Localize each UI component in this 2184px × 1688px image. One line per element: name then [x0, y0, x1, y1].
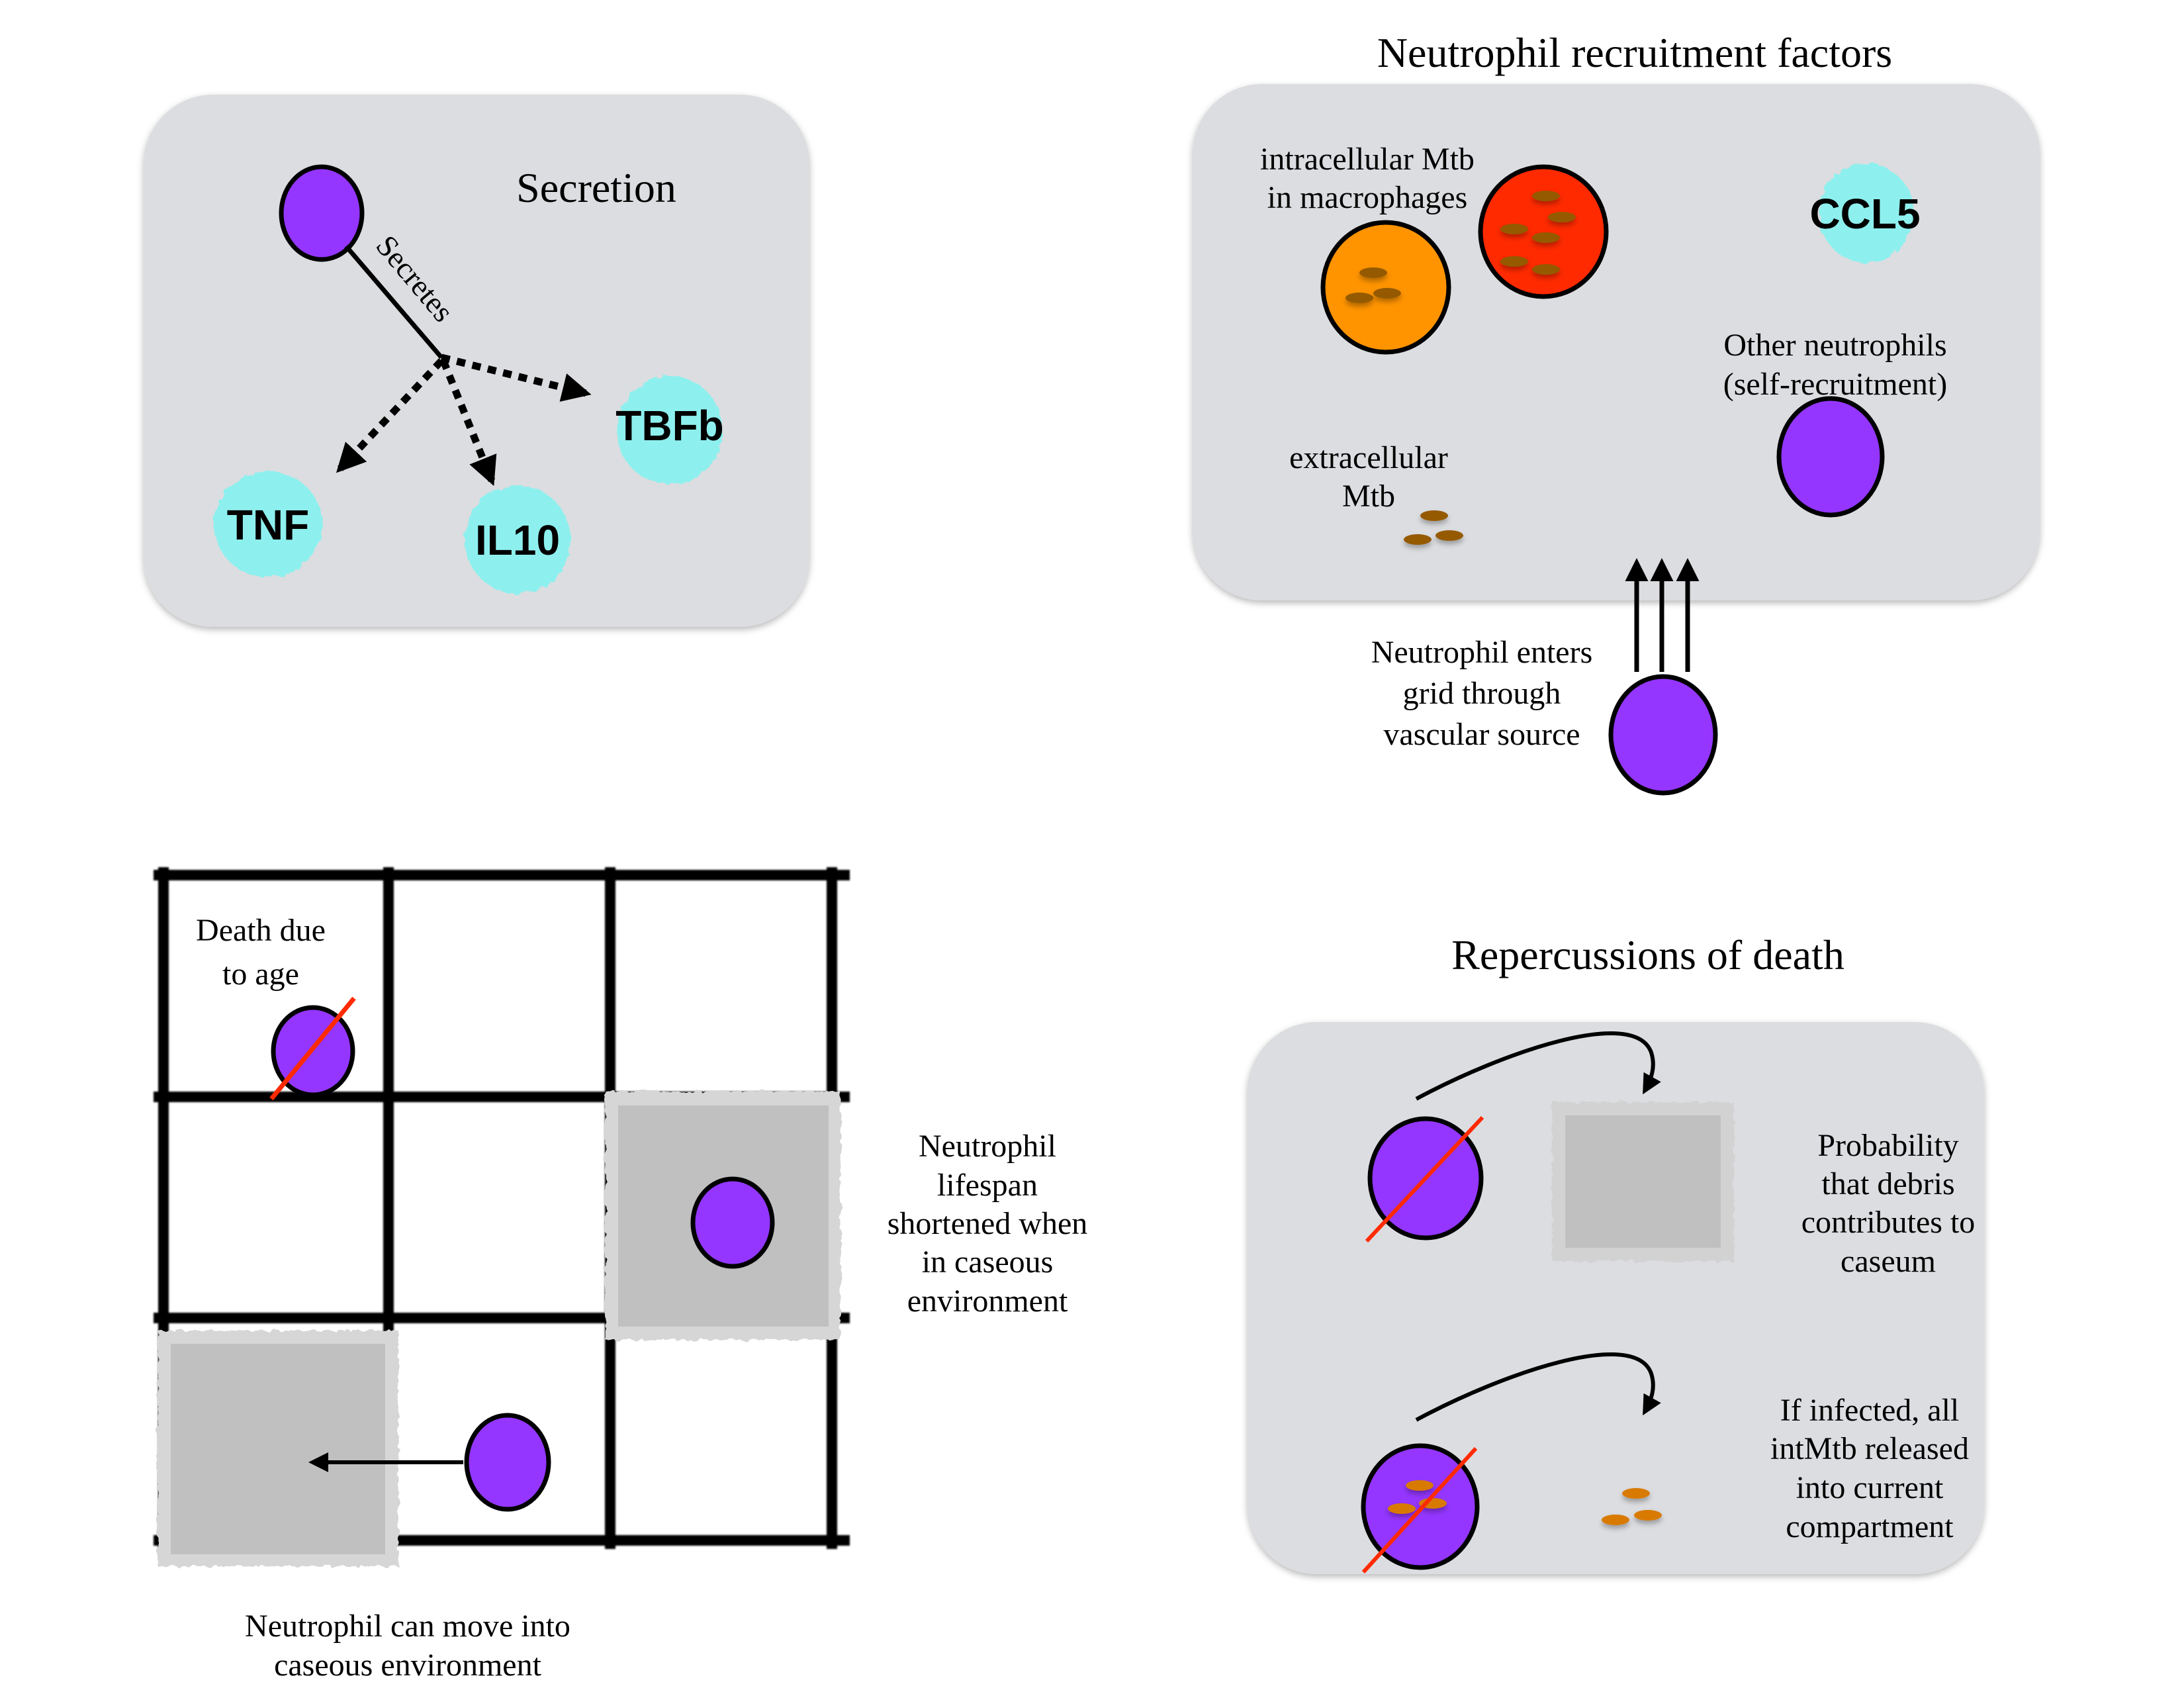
lifespan-line3: shortened when: [887, 1206, 1088, 1241]
release-label-line3: into current: [1796, 1470, 1944, 1505]
secretes-line: [344, 244, 443, 359]
mtb-bacterium: [1404, 534, 1432, 545]
release-label-line1: If infected, all: [1780, 1393, 1960, 1428]
debris-caseum-square: [1552, 1102, 1734, 1261]
cytokine-label: TNF: [227, 501, 309, 549]
resting-macrophage: [1320, 220, 1451, 355]
caseum-label-line3: contributes to: [1801, 1205, 1976, 1240]
mtb-bacterium: [1406, 1480, 1433, 1491]
lifespan-line2: lifespan: [937, 1168, 1038, 1203]
cytokine-tbfb: TBFb: [615, 376, 724, 485]
mtb-bacterium: [1532, 264, 1560, 275]
caseum-label-line2: that debris: [1821, 1166, 1954, 1201]
entry-label-line1: Neutrophil enters: [1371, 635, 1593, 670]
secretion-title: Secretion: [516, 164, 676, 211]
mtb-bacterium: [1359, 267, 1387, 278]
chemokine-ccl5: CCL5: [1809, 164, 1921, 263]
entry-label-line3: vascular source: [1383, 717, 1580, 752]
release-label-line4: compartment: [1786, 1509, 1954, 1544]
other-neutrophils-line2: (self-recruitment): [1723, 367, 1947, 402]
release-label-line2: intMtb released: [1770, 1431, 1969, 1466]
neutrophil-cell: [279, 164, 365, 262]
caseum-label-line1: Probability: [1817, 1128, 1958, 1163]
death-title: Repercussions of death: [1451, 931, 1844, 978]
death-panel: Repercussions of death Probability that …: [1248, 931, 1984, 1574]
macrophage-cell: [1478, 164, 1609, 299]
caseum-core: [1565, 1115, 1721, 1248]
death-slash: [1361, 1446, 1478, 1574]
entering-neutrophil-cell: [1608, 674, 1718, 796]
recruitment-title: Neutrophil recruitment factors: [1377, 29, 1892, 76]
cytokine-label: CCL5: [1809, 190, 1920, 238]
cytokine-blob: [1819, 164, 1914, 263]
caseous-block-left: [158, 1331, 398, 1566]
mtb-bacterium: [1345, 293, 1373, 303]
other-neutrophil-cell: [1776, 396, 1885, 518]
secretion-panel: Secretion Secretes TNF IL10 TBFb: [144, 95, 809, 627]
mtb-bacterium: [1548, 212, 1576, 222]
mtb-bacterium: [1435, 530, 1463, 541]
intracellular-label-line2: in macrophages: [1267, 180, 1468, 215]
cytokine-label: TBFb: [615, 402, 724, 449]
caseous-neutrophil-cell: [690, 1176, 775, 1269]
entry-label-line2: grid through: [1403, 676, 1561, 711]
recruitment-panel: Neutrophil recruitment factors intracell…: [1193, 29, 2040, 796]
cytokine-label: IL10: [475, 516, 560, 564]
release-arrow: [1415, 1352, 1661, 1422]
mtb-bacterium: [1602, 1515, 1629, 1525]
other-neutrophils-line1: Other neutrophils: [1723, 328, 1946, 363]
cytokine-tnf: TNF: [214, 471, 322, 577]
caseum-label-line4: caseum: [1841, 1244, 1936, 1279]
arrow-to-il10: [439, 359, 497, 487]
move-caption-line1: Neutrophil can move into: [245, 1609, 570, 1644]
lifespan-line5: environment: [907, 1284, 1068, 1319]
infected-macrophage: [1478, 164, 1609, 299]
lifespan-line1: Neutrophil: [919, 1129, 1056, 1164]
move-caption-line2: caseous environment: [274, 1648, 542, 1683]
mtb-bacterium: [1420, 510, 1448, 521]
lifespan-line4: in caseous: [922, 1244, 1054, 1280]
extracellular-label-line1: extracellular: [1289, 440, 1448, 475]
cytokine-il10: IL10: [465, 485, 570, 594]
cytokine-blob: [617, 376, 723, 485]
mtb-bacterium: [1532, 232, 1560, 243]
caseum-arrow: [1415, 1031, 1661, 1101]
death-age-line2: to age: [222, 957, 299, 992]
mtb-bacterium: [1622, 1488, 1650, 1499]
mtb-bacterium: [1500, 224, 1528, 234]
cytokine-blob: [214, 471, 322, 577]
death-slash: [1365, 1115, 1484, 1243]
moving-neutrophil-cell: [464, 1413, 551, 1512]
death-age-line1: Death due: [196, 913, 326, 948]
extracellular-label-line2: Mtb: [1342, 479, 1395, 514]
macrophage-cell: [1320, 220, 1451, 355]
mtb-bacterium: [1500, 256, 1528, 267]
mtb-bacterium: [1532, 191, 1560, 201]
mtb-bacterium: [1634, 1510, 1662, 1521]
mtb-bacterium: [1388, 1503, 1416, 1514]
mtb-bacterium: [1373, 288, 1401, 299]
cytokine-blob: [465, 485, 570, 594]
caseum-core: [171, 1344, 385, 1554]
intracellular-label-line1: intracellular Mtb: [1260, 142, 1475, 177]
grid-panel: Death due to age Neutrophil lifespan sho…: [154, 867, 1087, 1683]
death-slash: [269, 996, 356, 1101]
